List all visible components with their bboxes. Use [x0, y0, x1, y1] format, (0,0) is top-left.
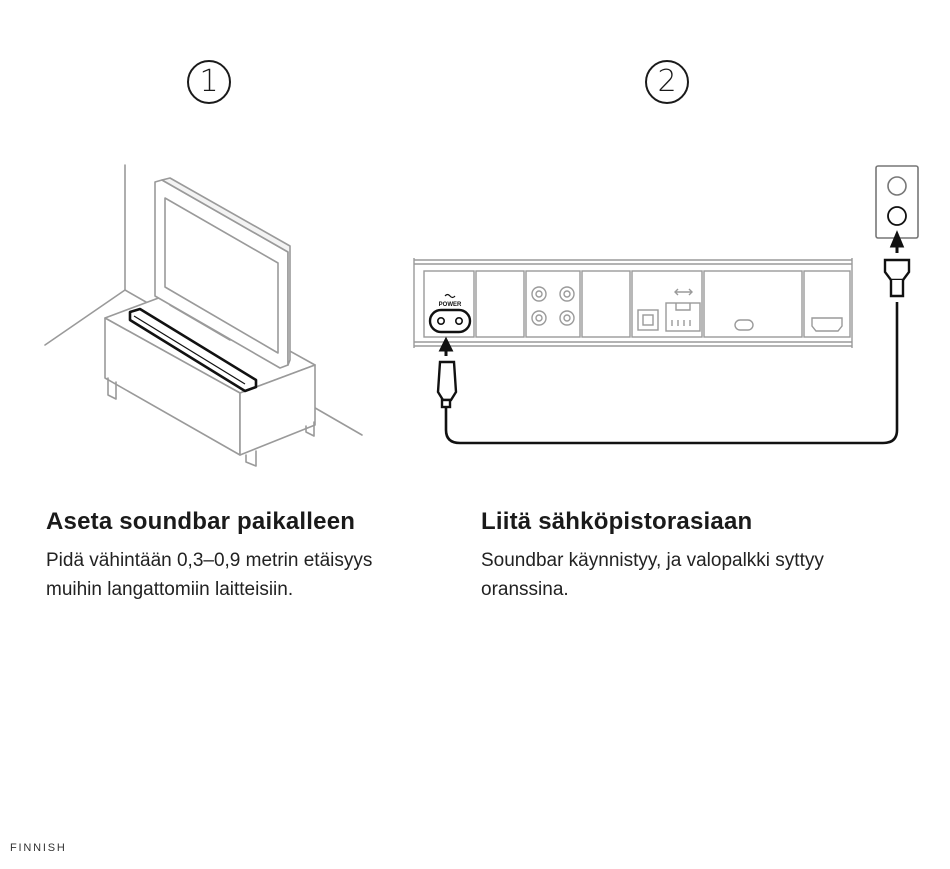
soundbar-icon: [128, 307, 258, 393]
step-2-text: Soundbar käynnistyy, ja valopalkki sytty…: [481, 550, 824, 600]
language-label: FINNISH: [10, 842, 67, 854]
power-cable: [444, 302, 899, 445]
wall-plug-icon: [883, 258, 911, 298]
wall-outlet-icon: [875, 165, 919, 239]
arrow-up-icon: [438, 336, 454, 356]
step-1-text: Pidä vähintään 0,3–0,9 metrin etäisyys m…: [46, 550, 373, 600]
arrow-up-icon: [889, 230, 905, 253]
inlet-connector-icon: [436, 360, 458, 409]
ac-symbol-icon: [444, 293, 456, 299]
step-1-number: 1: [187, 60, 231, 104]
outlet-socket-icon: [887, 206, 907, 226]
step-1-heading: Aseta soundbar paikalleen: [46, 508, 356, 535]
step-2-heading: Liitä sähköpistorasiaan: [481, 508, 753, 535]
power-connection-illustration: POWER: [413, 165, 919, 445]
soundbar-rear-panel: [413, 258, 853, 348]
power-label: POWER: [439, 302, 462, 308]
step-2-number: 2: [645, 60, 689, 104]
soundbar-placement-illustration: [44, 164, 363, 467]
power-inlet-icon: [428, 308, 472, 334]
